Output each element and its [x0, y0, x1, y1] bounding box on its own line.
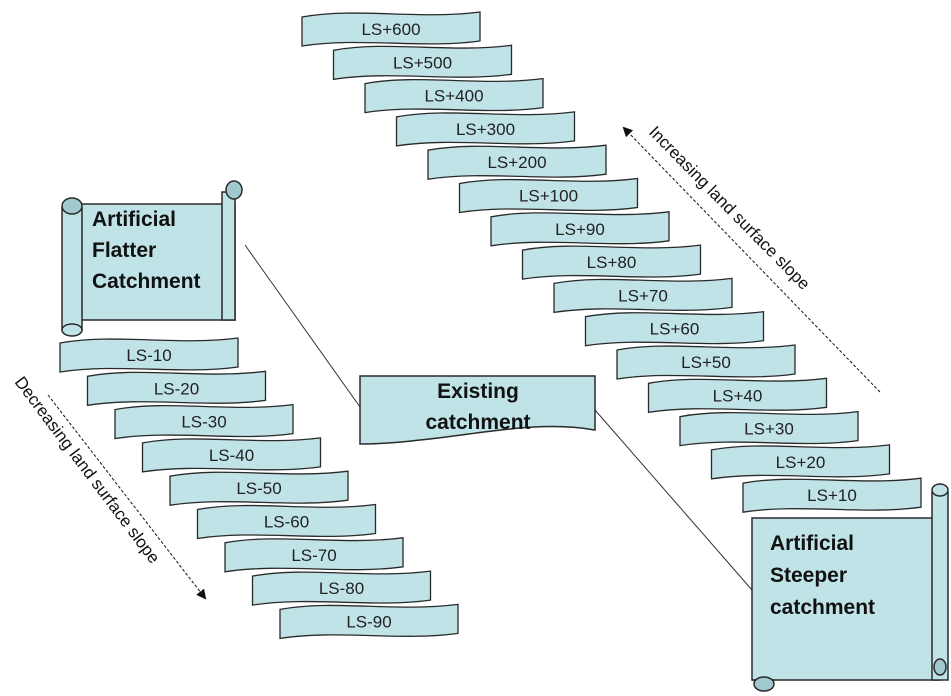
steep-band-label: LS+30 — [744, 420, 794, 439]
steep-band: LS+40 — [647, 377, 828, 414]
existing-line1: Existing — [437, 380, 519, 403]
steep-band-shape — [490, 211, 670, 247]
flat-band-shape — [114, 403, 294, 440]
steep-band-shape — [710, 444, 891, 480]
steep-band-label: LS+10 — [807, 486, 857, 505]
steep-band: LS+80 — [521, 244, 702, 280]
flat-band-label: LS-10 — [126, 346, 171, 365]
steep-band-label: LS+50 — [681, 353, 731, 372]
flat-band: LS-30 — [114, 403, 294, 440]
steep-band: LS+60 — [584, 310, 765, 347]
flat-band: LS-60 — [196, 503, 377, 540]
steep-band-shape — [364, 77, 544, 114]
steep-band: LS+300 — [395, 111, 576, 147]
steep-band-label: LS+80 — [587, 253, 637, 272]
steep-band-shape — [742, 477, 922, 513]
flat-band: LS-40 — [141, 437, 322, 473]
connector-existing-to-steeper — [594, 409, 753, 591]
steep-band-label: LS+70 — [618, 286, 668, 305]
flat-band-shape — [279, 603, 459, 640]
steep-band: LS+200 — [427, 144, 607, 180]
flat-band-shape — [224, 537, 404, 573]
flat-band: LS-20 — [86, 370, 267, 407]
connector-flatter-to-existing — [244, 244, 361, 408]
flat-band-label: LS-40 — [209, 446, 254, 465]
flat-band: LS-90 — [279, 603, 459, 640]
existing-line2: catchment — [425, 411, 530, 434]
flat-band-label: LS-90 — [346, 612, 391, 631]
steep-band-shape — [332, 44, 513, 81]
steep-band: LS+10 — [742, 477, 922, 513]
flat-band-label: LS-30 — [181, 413, 226, 432]
flat-band-shape — [169, 470, 349, 506]
steep-band: LS+90 — [490, 211, 670, 247]
steep-band-shape — [553, 277, 733, 314]
steep-band-shape — [584, 310, 765, 347]
flatter-line1: Artificial — [92, 208, 176, 231]
flat-band-shape — [141, 437, 322, 473]
steep-band-shape — [458, 177, 639, 214]
steep-band: LS+50 — [616, 344, 796, 380]
flat-band-stack: LS-10LS-20LS-30LS-40LS-50LS-60LS-70LS-80… — [59, 337, 459, 640]
steep-band: LS+100 — [458, 177, 639, 214]
steep-band-shape — [647, 377, 828, 414]
steep-band: LS+70 — [553, 277, 733, 314]
flat-band-shape — [86, 370, 267, 407]
steep-band-shape — [679, 410, 859, 447]
steep-band-label: LS+400 — [424, 87, 483, 106]
steep-band: LS+400 — [364, 77, 544, 114]
steep-band: LS+500 — [332, 44, 513, 81]
flat-band: LS-70 — [224, 537, 404, 573]
flat-band-label: LS-60 — [264, 513, 309, 532]
flat-band: LS-10 — [59, 337, 239, 373]
steeper-line2: Steeper — [770, 564, 847, 587]
steep-band-stack: LS+600LS+500LS+400LS+300LS+200LS+100LS+9… — [301, 11, 922, 513]
flatter-line3: Catchment — [92, 270, 201, 293]
flat-band-label: LS-70 — [291, 546, 336, 565]
flatter-line2: Flatter — [92, 239, 156, 262]
steep-band-label: LS+20 — [776, 453, 826, 472]
steep-band-shape — [616, 344, 796, 380]
flat-band-shape — [251, 570, 432, 606]
steep-band-label: LS+60 — [650, 320, 700, 339]
steeper-line1: Artificial — [770, 532, 854, 555]
steep-band-label: LS+300 — [456, 120, 515, 139]
steep-band-label: LS+90 — [555, 220, 605, 239]
flat-band: LS-50 — [169, 470, 349, 506]
steeper-line3: catchment — [770, 596, 875, 619]
steep-band-shape — [301, 11, 481, 47]
flat-band-label: LS-80 — [319, 579, 364, 598]
steep-band-label: LS+40 — [713, 386, 763, 405]
steep-band-shape — [427, 144, 607, 180]
steep-band-shape — [521, 244, 702, 280]
steeper-catchment-scroll: Artificial Steeper catchment — [751, 483, 949, 692]
steep-band: LS+30 — [679, 410, 859, 447]
steep-band: LS+20 — [710, 444, 891, 480]
existing-catchment-box: Existing catchment — [359, 375, 596, 445]
steep-band-label: LS+200 — [487, 153, 546, 172]
flat-band-shape — [59, 337, 239, 373]
flat-band-shape — [196, 503, 377, 540]
flat-band-label: LS-20 — [154, 379, 199, 398]
flat-band-label: LS-50 — [236, 479, 281, 498]
steep-band-shape — [395, 111, 576, 147]
steep-band: LS+600 — [301, 11, 481, 47]
steep-band-label: LS+600 — [361, 20, 420, 39]
flatter-catchment-scroll: Artificial Flatter Catchment — [61, 180, 243, 337]
flat-band: LS-80 — [251, 570, 432, 606]
steep-band-label: LS+500 — [393, 53, 452, 72]
steep-band-label: LS+100 — [519, 187, 578, 206]
